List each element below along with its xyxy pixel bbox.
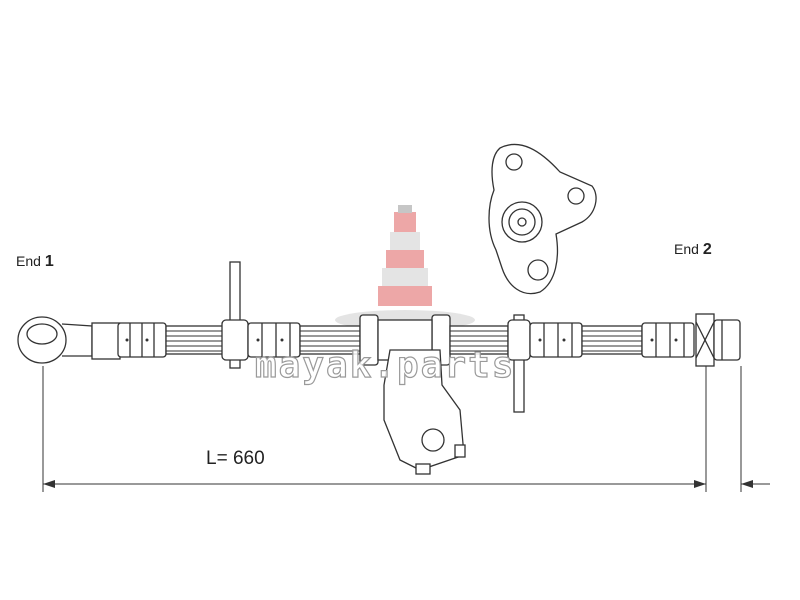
ferrule-middle-left [247,322,301,358]
bracket-left [221,261,249,369]
lighthouse-logo [335,205,475,330]
ferrule-right [641,322,695,358]
end2-word: End [674,241,699,257]
flange-detail [488,143,597,295]
hose-segment-right [581,325,643,355]
bracket-right [507,314,531,413]
end1-number: 1 [44,253,54,270]
banjo-fitting [17,316,121,364]
end1-word: End [16,253,41,269]
ferrule-middle-right [529,322,583,358]
hose-segment-middle-left [299,325,361,355]
hose-segment-left [165,325,229,355]
dimension-line [42,366,770,492]
hose-segment-middle-right [449,325,509,355]
watermark-text: mayak.parts [254,344,516,386]
end2-fitting [695,313,741,367]
end2-number: 2 [702,241,712,258]
ferrule-left [117,322,167,358]
length-label: L= 660 [206,448,265,469]
center-clamp [359,314,466,475]
